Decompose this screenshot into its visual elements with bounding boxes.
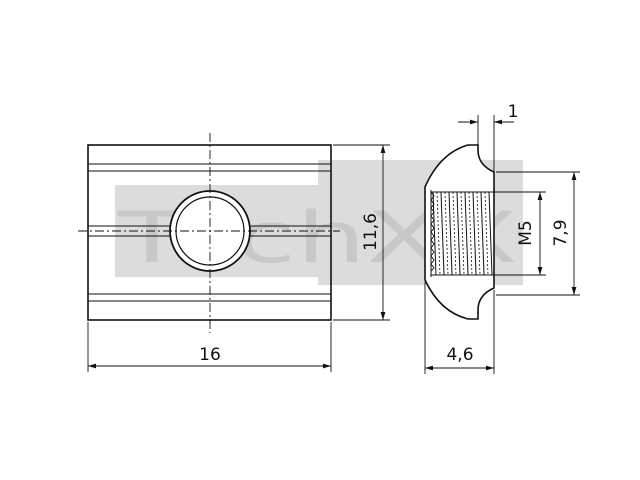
dimension-width: [333, 144, 390, 321]
side-view: [424, 144, 495, 320]
dimension-length: [87, 322, 332, 372]
front-view: [78, 133, 340, 333]
dimension-width-label: 11,6: [361, 213, 381, 251]
thread-edge-zigzag: [430, 191, 435, 272]
dimension-depth-label: 4,6: [446, 345, 473, 365]
dimension-step: [458, 115, 514, 172]
dimension-head-height: [496, 171, 580, 296]
dimension-depth: [424, 282, 495, 374]
dimension-thread: [494, 191, 546, 276]
thread-pattern: [436, 191, 489, 276]
dimension-length-label: 16: [199, 345, 221, 365]
side-outline: [424, 144, 495, 320]
dimension-head-height-label: 7,9: [551, 219, 571, 246]
dimension-step-label: 1: [508, 102, 519, 122]
dimension-thread-label: M5: [516, 220, 536, 245]
front-outline: [87, 144, 332, 321]
thread-pattern: [432, 191, 493, 276]
